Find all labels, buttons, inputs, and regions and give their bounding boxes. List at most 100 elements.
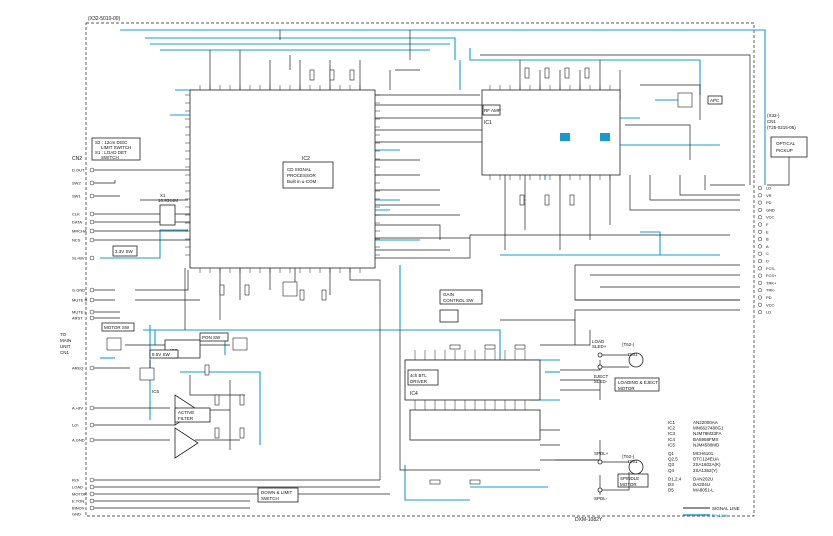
pickup-pin bbox=[757, 302, 763, 307]
main-pin-label: G.GND bbox=[72, 288, 85, 293]
switch-note-3: S1 : LOAD DET bbox=[95, 150, 127, 155]
active-filter-box bbox=[174, 407, 211, 423]
pickup-pin-label: PD bbox=[766, 295, 772, 300]
active-filter-1: ACTIVE bbox=[178, 410, 194, 415]
pickup-connector: LDVRPDGNDVCCFEBACDFCS-FCS+TRK+TRK-PDVCCL… bbox=[757, 186, 777, 315]
parts-ref: Q1 bbox=[668, 451, 675, 456]
passive-components bbox=[204, 67, 590, 485]
loading-motor bbox=[628, 352, 644, 368]
pickup-pin bbox=[757, 258, 763, 264]
parts-ref: Q3 bbox=[668, 462, 675, 467]
optical-pickup-1: OPTICAL bbox=[776, 141, 796, 146]
v33-sw-label: 3.3V SW bbox=[115, 249, 134, 254]
main-pin-label: MUTE L bbox=[72, 310, 87, 315]
motor-sw-label: MOTOR SW bbox=[104, 325, 130, 330]
pickup-pin-label: LD bbox=[766, 186, 771, 191]
board-part-code: (X32-5010-00) bbox=[88, 16, 121, 22]
spindle-motor-1: SPINDLE bbox=[620, 476, 639, 481]
main-pin-label: NCS bbox=[72, 238, 81, 243]
pickup-pin bbox=[757, 288, 763, 293]
pickup-pin-label: VR bbox=[766, 193, 772, 198]
ic4-driver-box bbox=[407, 369, 439, 386]
rf-amp-label: RF AMP bbox=[484, 108, 501, 113]
ic2-package bbox=[189, 89, 376, 269]
spdl-plus: SPDL+ bbox=[594, 451, 609, 456]
main-pin-label: CLK bbox=[72, 212, 80, 217]
v33-sw-box bbox=[112, 245, 138, 257]
spindle-motor bbox=[628, 459, 644, 475]
parts-ref: IC4 bbox=[668, 437, 676, 442]
loading-eject-1: LOADING & EJECT bbox=[618, 380, 658, 385]
ic4-driver-1: 4ch BTL bbox=[410, 373, 427, 378]
ic5-ref: IC5 bbox=[152, 389, 160, 394]
ic2-desc-3: Built in u-COM bbox=[287, 179, 317, 184]
rf-amp-box bbox=[482, 104, 501, 116]
ic1-pins bbox=[489, 85, 611, 180]
ic4-driver-2: DRIVER bbox=[410, 379, 428, 384]
pickup-pin-label: A bbox=[766, 244, 769, 249]
pickup-pin-label: C bbox=[766, 251, 769, 256]
switch-note-2: LIMIT SWITCH bbox=[101, 145, 131, 150]
pon-sw-box bbox=[199, 332, 229, 342]
apc-box bbox=[707, 95, 723, 105]
main-pin-label: AREQ bbox=[72, 366, 83, 371]
parts-ref: IC3 bbox=[668, 431, 676, 436]
main-pin-label: Lch bbox=[72, 423, 78, 428]
ic2-desc-2: PROCESSOR bbox=[287, 173, 317, 178]
main-pin-label: GND bbox=[72, 512, 81, 517]
pickup-pin-label: LD bbox=[766, 310, 771, 315]
pickup-pin bbox=[757, 244, 763, 249]
test-points bbox=[89, 167, 95, 511]
motor1-leads bbox=[600, 354, 629, 368]
main-unit-4: CN1 bbox=[60, 350, 69, 355]
parts-ref: IC5 bbox=[668, 442, 676, 447]
parts-ref: D3 bbox=[668, 482, 674, 487]
gain-control-1: GAIN bbox=[443, 292, 454, 297]
pickup-pin-label: FCS+ bbox=[766, 273, 777, 278]
optical-pickup-2: PICKUP bbox=[776, 148, 793, 153]
parts-number: BA5958FMX bbox=[693, 437, 719, 442]
pickup-pin-label: TRK- bbox=[766, 288, 776, 293]
pickup-pin bbox=[757, 310, 763, 315]
pickup-pin-label: FCS- bbox=[766, 266, 776, 271]
parts-number: NJM78M33FA bbox=[693, 431, 722, 436]
sw-8-5v-label: 8.5V SW bbox=[152, 352, 171, 357]
parts-number: DTC124EUA bbox=[693, 457, 719, 462]
transistors bbox=[106, 92, 693, 381]
main-pin-label: SW1 bbox=[72, 194, 81, 199]
eject-minus: EJECT bbox=[594, 374, 609, 379]
ic4-pins bbox=[414, 350, 526, 410]
main-pin-label: MUTE R bbox=[72, 298, 87, 303]
ic1-signal-block-2 bbox=[600, 133, 610, 141]
pickup-pin bbox=[757, 273, 763, 278]
main-unit-2: MAIN bbox=[60, 338, 71, 343]
ic1-package bbox=[481, 89, 621, 176]
main-pin-label: ARST bbox=[72, 316, 83, 321]
pickup-pin bbox=[757, 215, 763, 220]
crystal-x1 bbox=[159, 204, 176, 226]
sw-8-5v-box bbox=[149, 349, 179, 359]
parts-number: DA204U bbox=[693, 482, 710, 487]
ic5-opamp-b bbox=[174, 427, 199, 459]
parts-number: NJM4580MD bbox=[693, 442, 720, 447]
ic4-ref: IC4 bbox=[410, 391, 418, 397]
main-pin-label: LOAD bbox=[72, 485, 83, 490]
loading-eject-2: MOTOR bbox=[618, 386, 635, 391]
motor2-leads bbox=[600, 461, 630, 491]
load-plus: LOAD bbox=[592, 339, 605, 344]
parts-number: MN6627480G1 bbox=[693, 426, 724, 431]
down-limit-2: SWITCH bbox=[261, 496, 279, 501]
ic4-lower-body bbox=[409, 409, 541, 441]
parts-number: 2SA1602A(K) bbox=[693, 462, 721, 467]
parts-ref: Q2,5 bbox=[668, 457, 678, 462]
ic1-signal-block-1 bbox=[560, 133, 570, 141]
main-connector: D.OUTSW2SW1CLKDATAMRCHANCSSL+BVG.GNDMUTE… bbox=[72, 168, 87, 517]
pickup-pin-label: F bbox=[766, 222, 769, 227]
crystal-ref: X1 bbox=[160, 193, 166, 198]
pickup-pin-label: VCC bbox=[766, 302, 775, 307]
parts-ref: IC2 bbox=[668, 426, 676, 431]
motor2-ref: (T62-) bbox=[622, 454, 635, 459]
pickup-pin bbox=[757, 229, 763, 234]
